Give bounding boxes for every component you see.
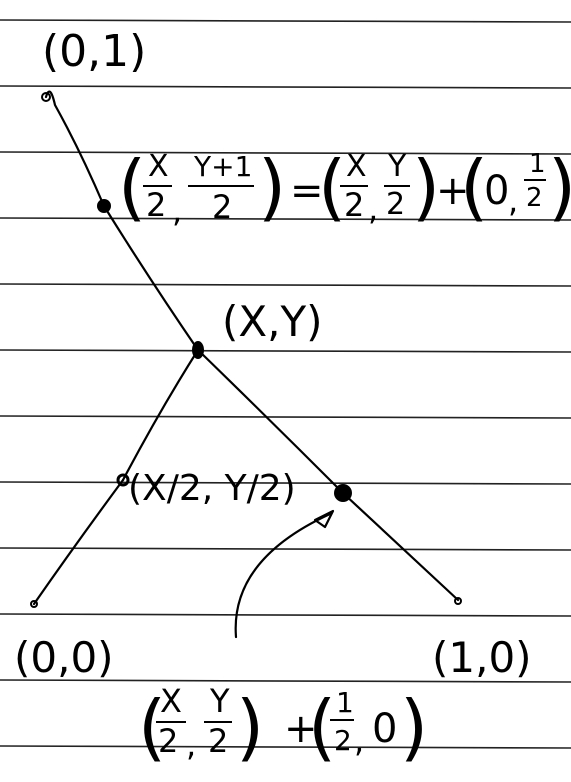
formula-comma: , <box>368 190 378 228</box>
node-bottom-left <box>30 600 38 608</box>
label-left-midpoint: (X/2, Y/2) <box>128 468 296 509</box>
frac-numerator: Y <box>387 149 407 184</box>
formula-paren: ( <box>308 685 336 769</box>
edge-upper-midpoint-to-center <box>102 204 200 352</box>
formula-plus: + <box>284 706 318 752</box>
frac-denominator: 2 <box>386 187 405 222</box>
formula-plus: + <box>436 168 470 214</box>
node-right-midpoint <box>334 484 352 502</box>
labels: (0,1) (X,Y) (X/2, Y/2) (0,0) (1,0) ( X 2… <box>14 26 571 769</box>
ruled-lines <box>0 19 571 749</box>
formula-comma: , <box>172 192 182 230</box>
frac-denominator: 2 <box>208 722 228 760</box>
frac-denominator: 2 <box>526 183 543 213</box>
frac-denominator: 2 <box>146 186 166 224</box>
formula-equals: = <box>290 168 324 214</box>
formula-paren: ) <box>258 145 286 229</box>
node-bottom-right <box>454 597 462 605</box>
label-bottom-right: (1,0) <box>432 633 532 682</box>
formula-paren: ( <box>138 685 166 769</box>
edge-top-to-upper-midpoint <box>44 90 106 208</box>
ruled-line <box>0 151 571 155</box>
ruled-line <box>0 481 571 485</box>
formula-paren: ( <box>118 145 146 229</box>
ruled-line <box>0 19 571 23</box>
pointer-arrowhead <box>313 509 335 529</box>
tree-edges <box>32 90 460 639</box>
frac-numerator: Y+1 <box>193 150 252 183</box>
frac-denominator: 2 <box>212 188 232 226</box>
frac-numerator: X <box>148 149 169 184</box>
edge-left-midpoint-to-bottom-left <box>32 478 125 606</box>
formula-comma: , <box>508 182 518 220</box>
frac-numerator: Y <box>209 682 230 720</box>
frac-denominator: 2 <box>158 722 178 760</box>
frac-denominator: 2 <box>344 186 364 224</box>
formula-zero: 0 <box>484 168 509 214</box>
formula-zero: 0 <box>372 706 397 752</box>
ruled-line <box>0 745 571 749</box>
node-center <box>192 341 204 359</box>
edge-right-midpoint-to-bottom-right <box>341 491 460 602</box>
upper-midpoint-formula: ( X 2 , Y+1 2 ) = ( X 2 , Y 2 ) + ( <box>118 145 571 230</box>
formula-paren: ) <box>548 145 571 229</box>
ruled-line <box>0 547 571 551</box>
node-upper-midpoint <box>97 199 111 213</box>
ruled-line <box>0 217 571 221</box>
formula-paren: ) <box>400 685 428 769</box>
frac-denominator: 2 <box>334 724 352 757</box>
label-center: (X,Y) <box>222 297 323 346</box>
label-bottom-left: (0,0) <box>14 633 114 682</box>
node-left-midpoint <box>116 473 130 487</box>
frac-numerator: 1 <box>336 686 354 719</box>
frac-numerator: X <box>160 682 182 720</box>
bottom-formula: ( X 2 , Y 2 ) + ( 1 2 , 0 ) <box>138 682 428 769</box>
ruled-line <box>0 679 571 683</box>
tree-nodes <box>30 92 462 608</box>
ruled-line <box>0 349 571 353</box>
ruled-line <box>0 415 571 419</box>
ruled-line <box>0 613 571 617</box>
formula-paren: ) <box>412 145 440 229</box>
formula-comma: , <box>186 726 196 764</box>
ruled-line <box>0 283 571 287</box>
formula-paren: ) <box>236 685 264 769</box>
label-top: (0,1) <box>42 26 146 77</box>
pointer-curve <box>234 512 332 639</box>
formula-comma: , <box>354 722 364 760</box>
edge-center-to-right-midpoint <box>196 348 345 495</box>
ruled-line <box>0 85 571 89</box>
node-top <box>41 92 51 102</box>
frac-numerator: X <box>346 149 367 184</box>
edge-center-to-left-midpoint <box>121 348 200 482</box>
frac-numerator: 1 <box>529 149 546 179</box>
formula-paren: ( <box>460 145 488 229</box>
